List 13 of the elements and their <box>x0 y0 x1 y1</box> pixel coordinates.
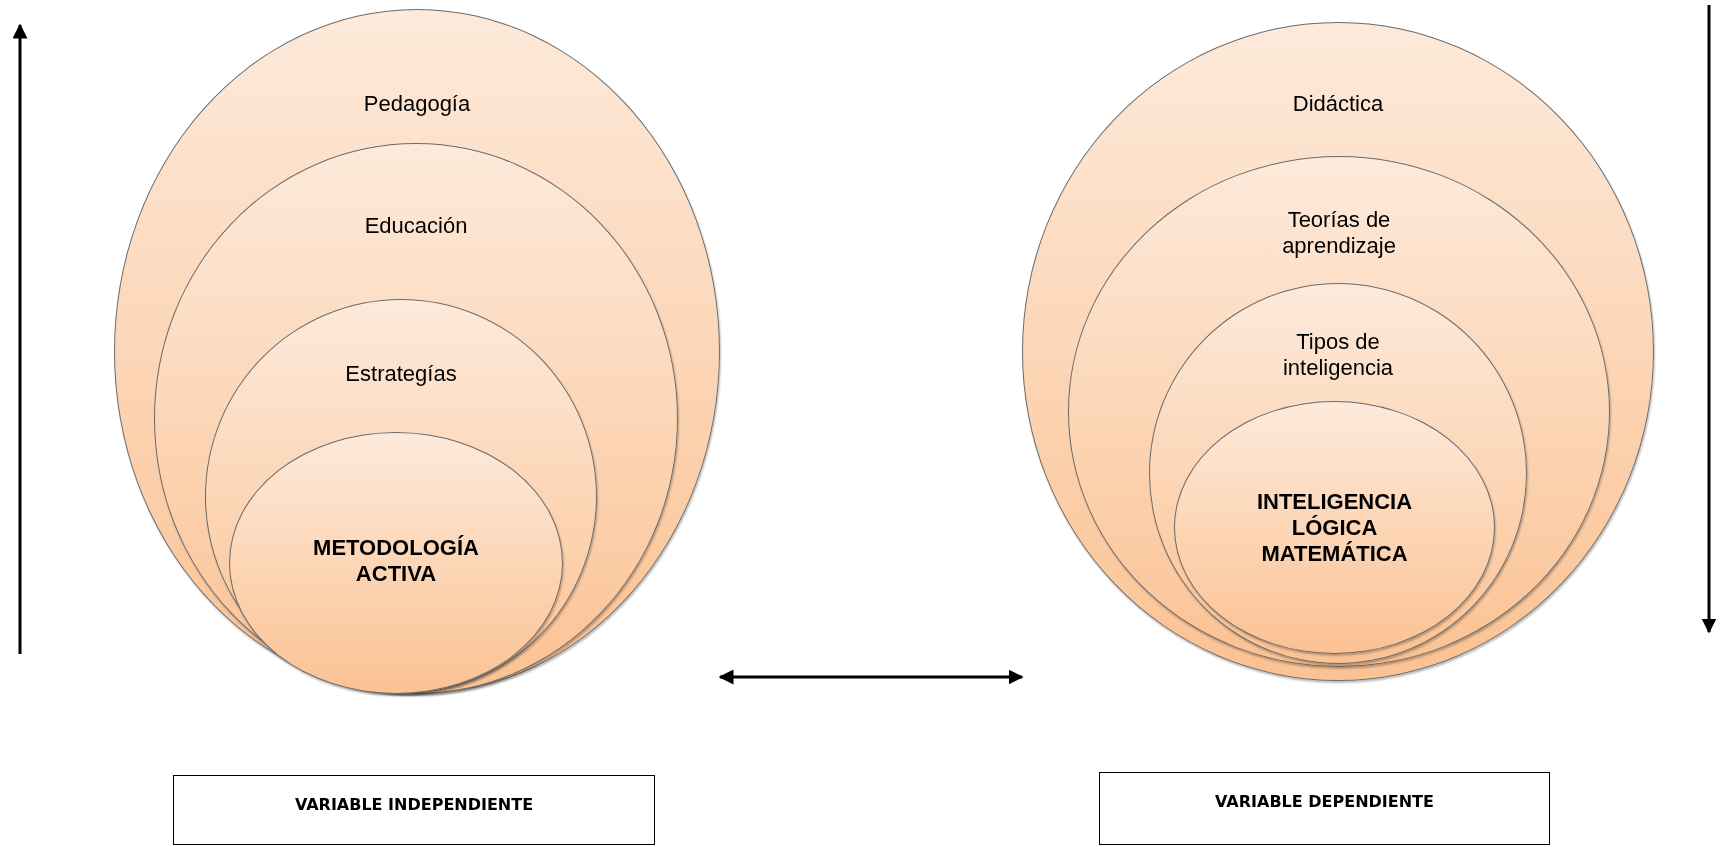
concept-label: Didáctica <box>1291 91 1385 117</box>
concept-label: Estrategías <box>344 361 458 387</box>
concept-label: Educación <box>363 213 469 239</box>
concept-label: Pedagogía <box>362 91 472 117</box>
concept-label: Tipos de inteligencia <box>1281 329 1395 381</box>
concept-label: Teorías de aprendizaje <box>1281 207 1397 259</box>
label-box <box>173 775 655 845</box>
variable-label: VARIABLE DEPENDIENTE <box>1214 791 1435 813</box>
concept-label: METODOLOGÍA ACTIVA <box>312 535 480 587</box>
double-arrow <box>718 669 1024 685</box>
variable-label: VARIABLE INDEPENDIENTE <box>293 794 535 816</box>
label-box <box>1099 772 1550 845</box>
concept-label: INTELIGENCIA LÓGICA MATEMÁTICA <box>1255 489 1414 567</box>
